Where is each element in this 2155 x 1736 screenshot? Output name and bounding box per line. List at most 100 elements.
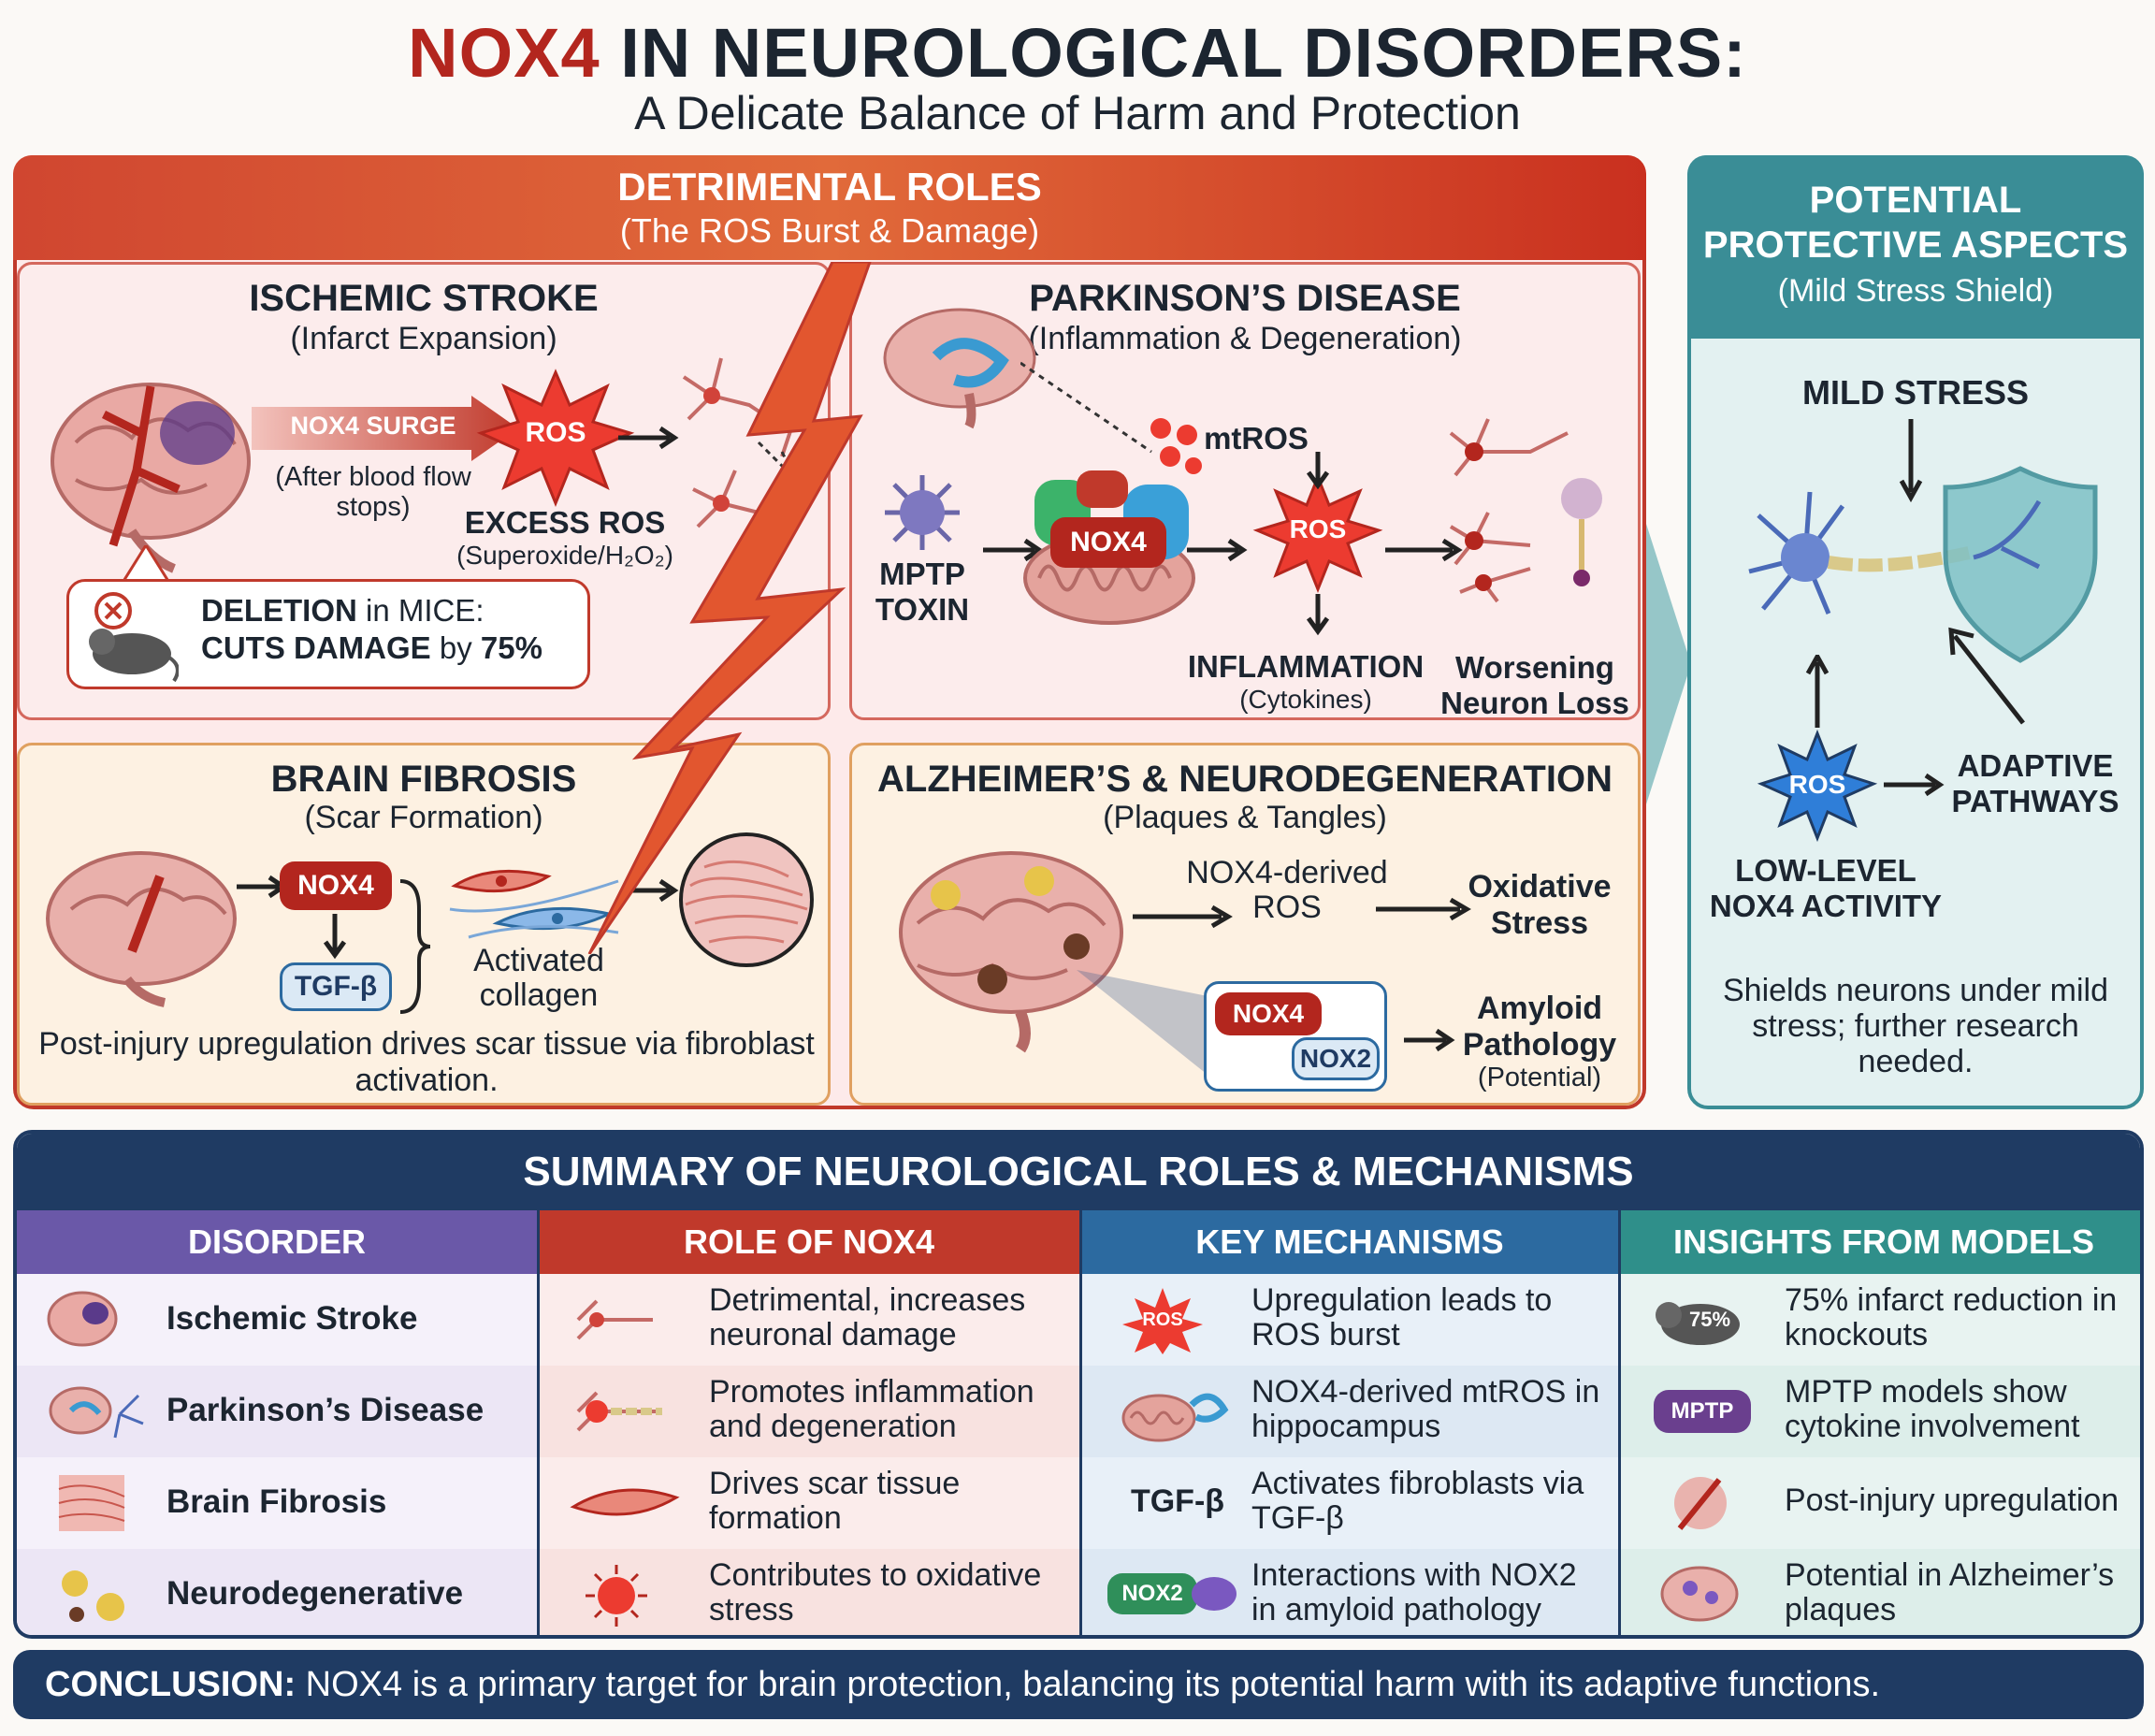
- lightning-bolt-icon: [587, 262, 872, 954]
- fibrosis-subtitle: (Scar Formation): [304, 800, 543, 835]
- arrow-icon: [628, 878, 679, 903]
- insight-cell: Post-injury upregulation: [1785, 1483, 2119, 1518]
- cuts-bold: CUTS DAMAGE: [201, 630, 431, 665]
- conclusion-bar: CONCLUSION: NOX4 is a primary target for…: [13, 1650, 2144, 1719]
- role-cell: Promotes inflammation and degeneration: [709, 1374, 1034, 1445]
- low-level-label: LOW-LEVEL NOX4 ACTIVITY: [1709, 853, 1943, 923]
- low-ros-burst-icon: [1757, 730, 1878, 842]
- activated-collagen-label: Activated collagen: [473, 943, 604, 1014]
- conclusion-text: NOX4 is a primary target for brain prote…: [296, 1665, 1881, 1704]
- oxidative-stress-label: Oxidative Stress: [1468, 869, 1612, 942]
- arrow-down-icon: [1306, 594, 1330, 636]
- mech-tag: NOX2: [1107, 1573, 1197, 1614]
- nox4-pill: NOX4: [280, 861, 392, 910]
- dotted-pointer-icon: [1020, 361, 1152, 454]
- stroke-subtitle: (Infarct Expansion): [290, 321, 557, 356]
- parkinsons-panel: PARKINSON’S DISEASE (Inflammation & Dege…: [849, 262, 1641, 720]
- scar-tissue-icon: [58, 1475, 125, 1531]
- role-cell: Detrimental, increases neuronal damage: [709, 1282, 1026, 1353]
- protective-header: POTENTIAL PROTECTIVE ASPECTS (Mild Stres…: [1687, 155, 2144, 339]
- oxidative-burst-icon: [586, 1565, 647, 1627]
- shielded-neuron-icon: [1748, 466, 2098, 663]
- protective-subheading: (Mild Stress Shield): [1777, 273, 2054, 309]
- insight-cell: 75% infarct reduction in knockouts: [1785, 1282, 2118, 1353]
- role-cell: Contributes to oxidative stress: [709, 1557, 1042, 1628]
- mech-cell: NOX4-derived mtROS in hippocampus: [1251, 1374, 1600, 1445]
- mech-bg: [1081, 1457, 1618, 1549]
- col-header-mechanisms: KEY MECHANISMS: [1081, 1210, 1618, 1274]
- amyloid-label: Amyloid Pathology: [1462, 991, 1617, 1063]
- arrow-down-icon: [1899, 419, 1923, 503]
- col-header-insights: INSIGHTS FROM MODELS: [1620, 1210, 2140, 1274]
- mech-tag: ROS: [1142, 1309, 1183, 1330]
- page-subtitle: A Delicate Balance of Harm and Protectio…: [634, 87, 1521, 139]
- detrimental-subheading: (The ROS Burst & Damage): [619, 211, 1040, 250]
- nox4-pill: NOX4: [1050, 517, 1166, 568]
- cuts-pct: 75%: [480, 630, 542, 665]
- mech-cell: Activates fibroblasts via TGF-β: [1251, 1466, 1584, 1537]
- hippocampus-brain-icon: [883, 308, 1036, 429]
- fibrosis-brain-icon: [46, 851, 237, 1007]
- ros-burst-icon: [476, 369, 635, 507]
- column-divider: [537, 1210, 540, 1635]
- surge-label: NOX4 SURGE: [290, 412, 456, 440]
- mptp-toxin-label: MPTP TOXIN: [875, 557, 970, 627]
- stroke-brain-icon: [47, 1291, 118, 1347]
- tgf-beta-pill: TGF-β: [280, 962, 392, 1011]
- arrow-down-icon: [323, 914, 347, 960]
- fibroblasts-icon: [449, 869, 619, 939]
- nox2-pill: NOX2: [1292, 1037, 1380, 1080]
- brain-neuron-icon: [49, 1386, 144, 1439]
- neuron-icon: [576, 1299, 653, 1340]
- arrow-icon: [1187, 538, 1248, 562]
- arrow-up-icon: [1805, 655, 1830, 728]
- brace-icon: [399, 879, 431, 1014]
- ros-label: ROS: [1289, 514, 1347, 543]
- zoom-pointer-icon: [1077, 970, 1217, 1082]
- parkinsons-title: PARKINSON’S DISEASE: [1029, 278, 1461, 319]
- title-accent: NOX4: [408, 14, 600, 92]
- col-header-disorder: DISORDER: [17, 1210, 537, 1274]
- cuts-line: CUTS DAMAGE by 75%: [201, 630, 594, 665]
- arrow-icon: [1385, 538, 1463, 562]
- col-header-role: ROLE OF NOX4: [539, 1210, 1079, 1274]
- stroke-title: ISCHEMIC STROKE: [249, 278, 599, 319]
- insight-bg: [1620, 1457, 2140, 1549]
- table-row: Neurodegenerative Contributes to oxidati…: [17, 1549, 2140, 1635]
- deletion-bold: DELETION: [201, 593, 357, 628]
- ros-label: ROS: [1788, 770, 1846, 799]
- stroke-brain-icon: [51, 383, 251, 573]
- deletion-line: DELETION in MICE:: [201, 593, 594, 628]
- mtros-label: mtROS: [1204, 421, 1309, 456]
- alzheimers-panel: ALZHEIMER’S & NEURODEGENERATION (Plaques…: [849, 743, 1641, 1106]
- fibrosis-note: Post-injury upregulation drives scar tis…: [38, 1026, 815, 1099]
- inflammation-label: INFLAMMATION: [1187, 649, 1425, 684]
- insight-tag: MPTP: [1654, 1390, 1751, 1433]
- connector-arrow-icon: [1646, 524, 1691, 804]
- nox4-derived-ros-label: NOX4-derived ROS: [1186, 855, 1388, 926]
- inflamed-neuron-icon: [576, 1391, 662, 1432]
- fibrosis-title: BRAIN FIBROSIS: [270, 759, 577, 800]
- column-divider: [1079, 1210, 1082, 1635]
- mitochondria-icon: [1121, 1393, 1229, 1442]
- title-rest: IN NEUROLOGICAL DISORDERS:: [600, 14, 1747, 92]
- arrow-icon: [618, 426, 679, 450]
- nox4-surge-arrow: [252, 396, 518, 461]
- mouse-icon: [1656, 1302, 1740, 1345]
- cuts-mid: by: [430, 630, 481, 665]
- plaques-brain-icon: [899, 851, 1123, 1053]
- arrow-down-icon: [1306, 452, 1330, 489]
- alzheimers-subtitle: (Plaques & Tangles): [1103, 800, 1387, 835]
- fibroblast-icon: [570, 1488, 680, 1516]
- ros-label: ROS: [525, 417, 586, 448]
- nox4-pill: NOX4: [1215, 992, 1322, 1035]
- alzheimers-title: ALZHEIMER’S & NEURODEGENERATION: [877, 759, 1613, 800]
- surge-note: (After blood flow stops): [275, 462, 471, 522]
- stroke-panel: ISCHEMIC STROKE (Infarct Expansion) NOX4…: [17, 262, 831, 720]
- brain-plaques-icon: [1660, 1566, 1739, 1622]
- deletion-rest: in MICE:: [356, 593, 485, 628]
- excess-ros-label: EXCESS ROS: [464, 505, 666, 540]
- column-divider: [1618, 1210, 1621, 1635]
- worsening-label: Worsening Neuron Loss: [1440, 650, 1629, 720]
- adaptive-pathways-label: ADAPTIVE PATHWAYS: [1951, 748, 2119, 818]
